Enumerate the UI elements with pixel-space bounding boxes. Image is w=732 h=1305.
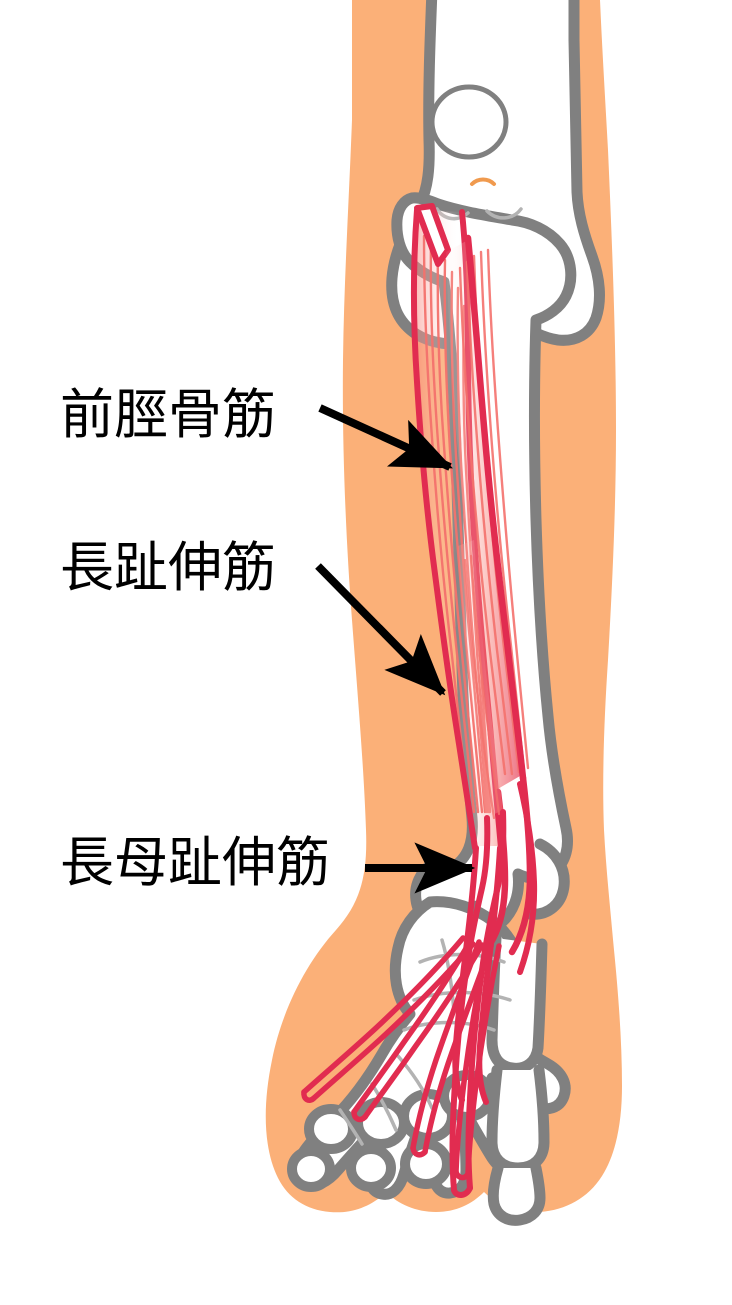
tibialis-anterior-origin-wedge	[414, 203, 451, 267]
leader-arrow-tibialis-anterior	[318, 404, 453, 471]
lateral-malleolus-bone	[524, 838, 570, 920]
edl-tendon-toe4-tip	[351, 1109, 368, 1123]
ehl-tendon-insertion-tip	[451, 1185, 473, 1198]
label-tibialis-anterior: 前脛骨筋	[60, 383, 276, 446]
leader-arrow-extensor-digitorum-longus	[315, 563, 446, 696]
hallux-proximal-phalanx	[486, 1064, 550, 1174]
ehl-tendon-medial-edge	[449, 815, 491, 1193]
ehl-fibers	[463, 554, 501, 820]
ehl-tendon-lateral-edge	[465, 809, 507, 1191]
muscle-extensor-digitorum-longus	[301, 234, 534, 1181]
first-ray-bones	[486, 932, 548, 1074]
patella-bone	[429, 84, 509, 160]
femoral-condyle-notch	[470, 177, 496, 186]
edl-tendon-toe5-tip	[301, 1089, 317, 1103]
tibialis-anterior-medial-border	[411, 207, 478, 851]
hallux-distal-phalanx	[487, 1162, 546, 1226]
edl-lateral-border	[464, 234, 527, 782]
edl-tendon-toe5-edge-b	[311, 941, 476, 1101]
leader-arrows	[315, 404, 476, 894]
label-extensor-hallucis-longus: 長母趾伸筋	[60, 831, 330, 894]
label-extensor-digitorum-longus: 長趾伸筋	[60, 536, 276, 599]
tibial-plateau-line-lateral	[485, 207, 523, 220]
muscle-extensor-hallucis-longus	[449, 540, 538, 1198]
edl-tendon-toe3-tip	[410, 1145, 428, 1158]
ehl-proximal-slip	[517, 781, 538, 975]
edl-tendon-toe5-edge-a	[301, 935, 466, 1095]
